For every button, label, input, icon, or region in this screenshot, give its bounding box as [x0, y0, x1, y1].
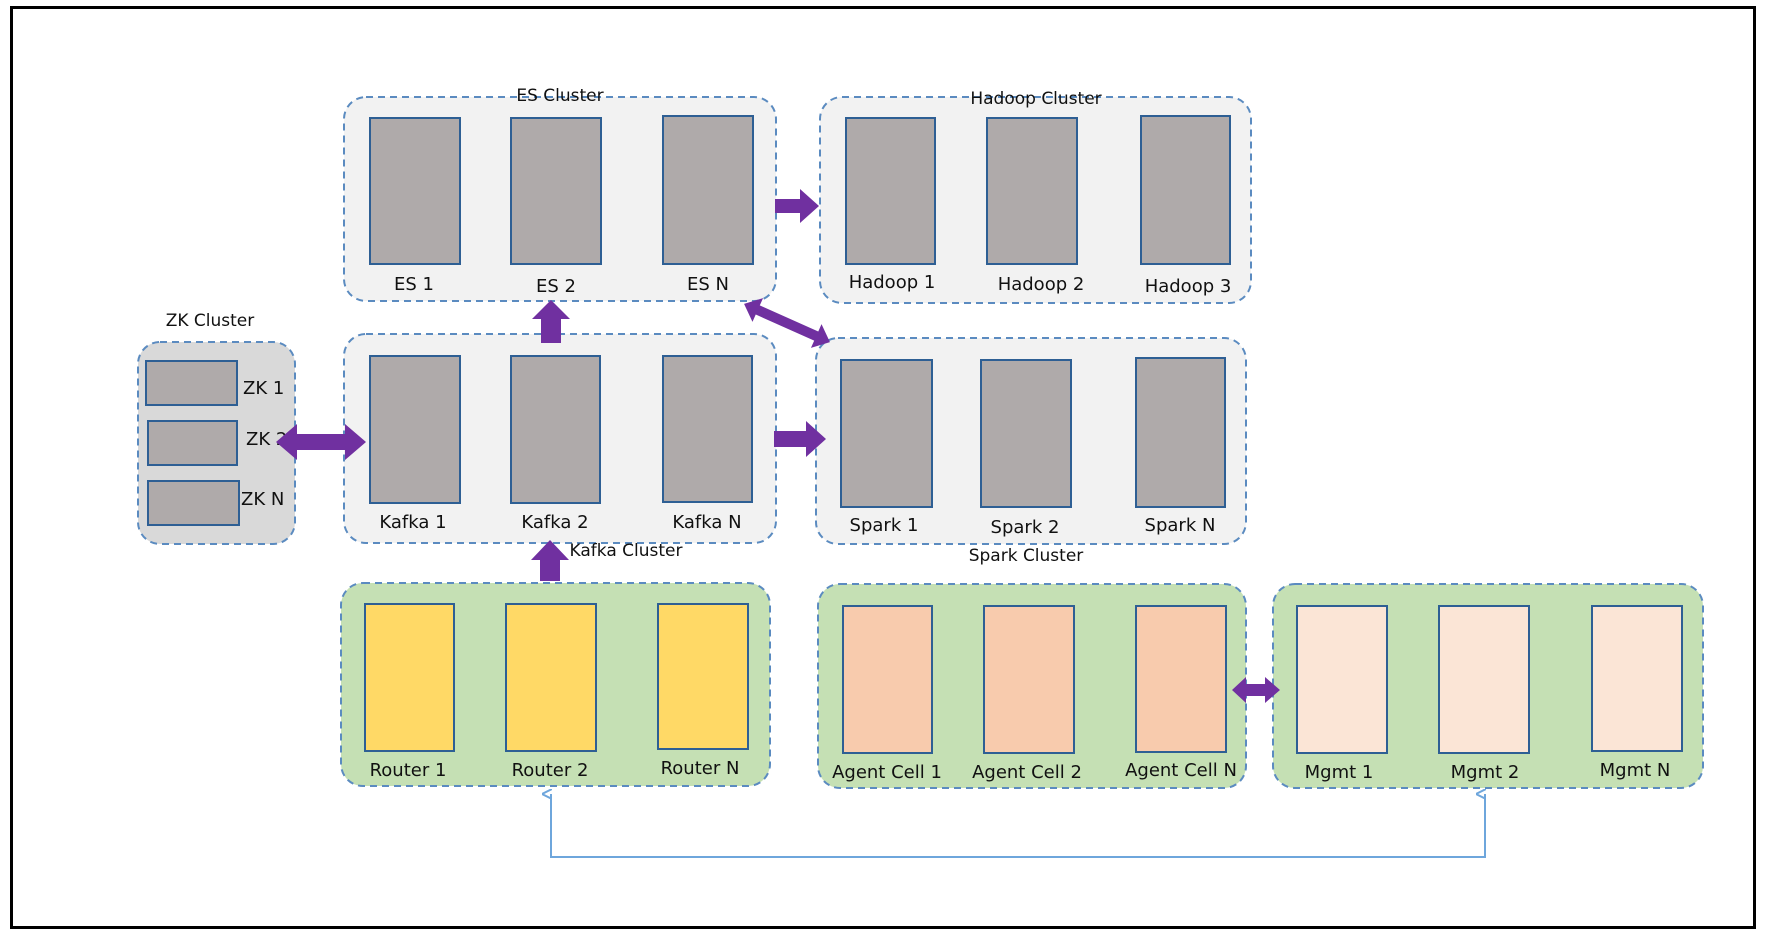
arrow-es-spark	[744, 298, 830, 348]
arrows	[276, 189, 1280, 703]
es-node-1	[369, 117, 461, 265]
arrow-zk-kafka	[276, 424, 366, 460]
arrow-es-to-hadoop	[775, 189, 819, 223]
mgmt-node-2	[1438, 605, 1530, 754]
arrow-kafka-to-spark	[774, 421, 826, 457]
hadoop-node-2-label: Hadoop 2	[998, 274, 1085, 295]
zk-cluster: ZK Cluster ZK 1 ZK 2 ZK N	[137, 311, 296, 545]
agent-cell-node-n-label: Agent Cell N	[1125, 760, 1237, 781]
es-node-1-label: ES 1	[394, 274, 434, 295]
router-node-1-label: Router 1	[370, 760, 447, 781]
spark-node-2	[980, 359, 1072, 508]
kafka-cluster-title: Kafka Cluster	[570, 541, 683, 561]
zk-cluster-title: ZK Cluster	[166, 311, 255, 331]
agent-cell-node-1-label: Agent Cell 1	[832, 762, 942, 783]
mgmt-node-n-label: Mgmt N	[1600, 760, 1671, 781]
kafka-node-n	[662, 355, 753, 503]
hadoop-node-2	[986, 117, 1078, 265]
router-mgmt-link	[551, 794, 1486, 858]
es-cluster: ES Cluster ES 1 ES 2 ES N	[343, 86, 777, 302]
router-node-1	[364, 603, 455, 752]
zk-node-2-label: ZK 2	[246, 429, 287, 450]
spark-node-n-label: Spark N	[1145, 515, 1216, 536]
agent-cell-node-2-label: Agent Cell 2	[972, 762, 1082, 783]
agent-cell-group: Agent Cell 1 Agent Cell 2 Agent Cell N	[817, 583, 1247, 789]
kafka-node-1	[369, 355, 461, 504]
spark-node-2-label: Spark 2	[991, 517, 1060, 538]
mgmt-node-2-label: Mgmt 2	[1451, 762, 1520, 783]
zk-node-n	[147, 480, 240, 526]
es-cluster-title: ES Cluster	[516, 86, 603, 106]
arrow-kafka-to-es	[532, 300, 570, 343]
hadoop-node-3-label: Hadoop 3	[1145, 276, 1232, 297]
router-node-2-label: Router 2	[512, 760, 589, 781]
kafka-node-2	[510, 355, 601, 504]
agent-cell-node-n	[1135, 605, 1227, 753]
zk-node-1	[145, 360, 238, 406]
spark-node-n	[1135, 357, 1226, 508]
router-group: Router 1 Router 2 Router N	[340, 582, 771, 787]
arrow-agent-mgmt	[1232, 677, 1280, 703]
spark-node-1	[840, 359, 933, 508]
es-node-2	[510, 117, 602, 265]
agent-cell-node-2	[983, 605, 1075, 754]
kafka-node-n-label: Kafka N	[672, 512, 741, 533]
zk-node-2	[147, 420, 238, 466]
hadoop-cluster-title: Hadoop Cluster	[970, 89, 1101, 109]
router-node-2	[505, 603, 597, 752]
kafka-node-1-label: Kafka 1	[379, 512, 446, 533]
kafka-cluster: Kafka 1 Kafka 2 Kafka N Kafka Cluster	[343, 333, 777, 561]
es-node-n	[662, 115, 754, 265]
hadoop-node-3	[1140, 115, 1231, 265]
agent-cell-node-1	[842, 605, 933, 754]
zk-node-n-label: ZK N	[241, 489, 284, 510]
hadoop-cluster: Hadoop Cluster Hadoop 1 Hadoop 2 Hadoop …	[819, 89, 1252, 304]
mgmt-node-1	[1296, 605, 1388, 754]
hadoop-node-1-label: Hadoop 1	[849, 272, 936, 293]
mgmt-node-1-label: Mgmt 1	[1305, 762, 1374, 783]
spark-cluster-title: Spark Cluster	[969, 546, 1084, 566]
mgmt-node-n	[1591, 605, 1683, 752]
router-node-n	[657, 603, 749, 750]
kafka-node-2-label: Kafka 2	[521, 512, 588, 533]
es-node-n-label: ES N	[687, 274, 729, 295]
spark-cluster: Spark 1 Spark 2 Spark N Spark Cluster	[815, 337, 1247, 566]
router-node-n-label: Router N	[661, 758, 740, 779]
spark-node-1-label: Spark 1	[850, 515, 919, 536]
hadoop-node-1	[845, 117, 936, 265]
zk-node-1-label: ZK 1	[243, 378, 284, 399]
arrow-router-to-kafka	[531, 540, 569, 581]
es-node-2-label: ES 2	[536, 276, 576, 297]
mgmt-group: Mgmt 1 Mgmt 2 Mgmt N	[1272, 583, 1704, 789]
